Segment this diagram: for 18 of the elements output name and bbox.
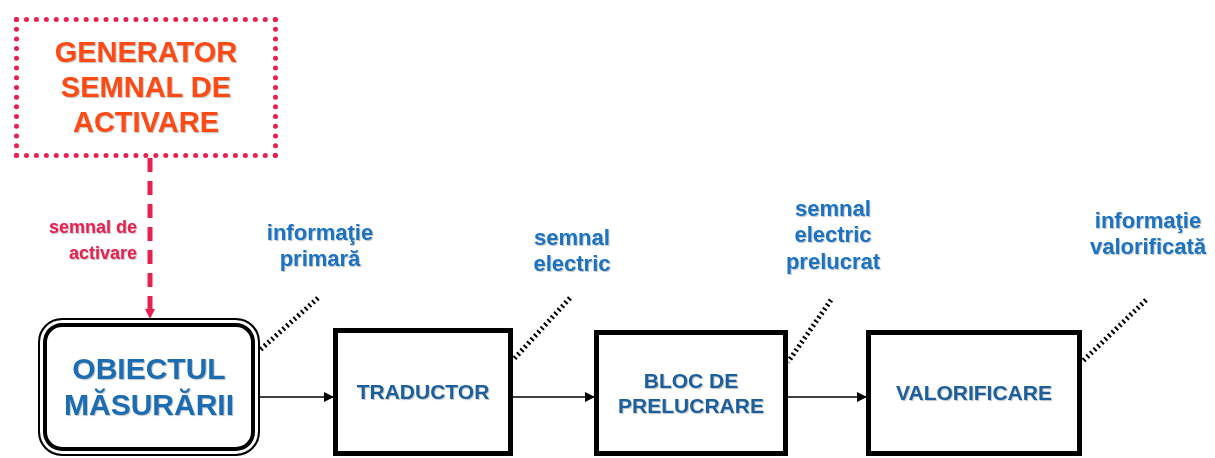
leader-line [785,298,834,364]
generator-box: GENERATOR SEMNAL DE ACTIVARE [14,17,278,158]
leader-line [1080,298,1148,364]
leader-line [511,296,572,362]
object-box: OBIECTUL MĂSURĂRII [38,318,260,456]
process-box: VALORIFICARE [866,330,1082,456]
arrow [787,392,867,402]
arrow [259,392,334,402]
arrow [145,158,155,319]
signal-label: informaţie valorificată [1082,208,1214,300]
edge-label: semnal de activare [47,216,137,266]
process-box: TRADUCTOR [333,328,513,456]
leader-line [258,296,320,352]
arrow [512,392,595,402]
signal-label: informaţie primară [250,220,390,298]
signal-label: semnal electric prelucrat [762,196,904,300]
process-box: BLOC DE PRELUCRARE [594,330,788,456]
signal-label: semnal electric [510,225,634,298]
